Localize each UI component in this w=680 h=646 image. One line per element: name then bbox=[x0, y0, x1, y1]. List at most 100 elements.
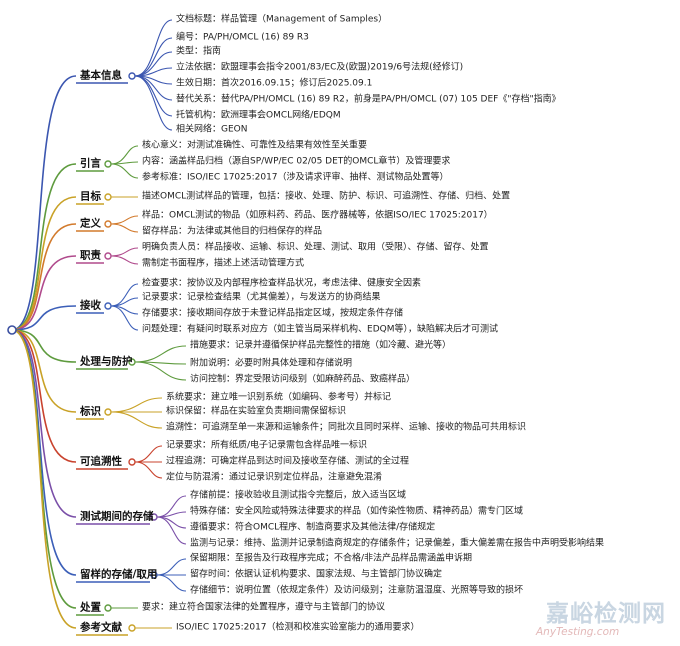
category-node[interactable] bbox=[128, 72, 136, 80]
category-label: 引言 bbox=[80, 157, 101, 170]
root-connector bbox=[11, 163, 77, 331]
category-node[interactable] bbox=[104, 604, 112, 612]
item-text: 明确负责人员：样品接收、运输、标识、处理、测试、取用（受限）、存储、留存、处置 bbox=[142, 242, 489, 253]
item-text: 相关网络：GEON bbox=[176, 124, 248, 135]
item-text: 立法依据：欧盟理事会指令2001/83/EC及(欧盟)2019/6号法规(经修订… bbox=[176, 62, 464, 73]
item-text: 追溯性：可追溯至单一来源和运输条件；同批次且同时采样、运输、接收的物品可共用标识 bbox=[166, 422, 527, 433]
category-branch bbox=[11, 19, 173, 331]
root-connector bbox=[11, 255, 77, 331]
item-text: 标识保留：样品在实验室负责期间需保留标识 bbox=[166, 406, 347, 417]
category-branch bbox=[11, 329, 163, 479]
item-connector bbox=[156, 574, 187, 592]
watermark-logo-text: 嘉峪检测网 bbox=[546, 601, 666, 627]
item-connector bbox=[110, 297, 139, 307]
item-connector bbox=[110, 305, 139, 331]
item-connector bbox=[110, 397, 163, 413]
item-connector bbox=[134, 75, 173, 117]
root-connector bbox=[11, 329, 77, 463]
item-text: 特殊存储：安全风险或特殊法律要求的样品（如传染性物质、精神药品）需专门区域 bbox=[190, 506, 524, 517]
category-label: 处置 bbox=[80, 601, 101, 614]
item-text: 要求：建立符合国家法律的处置程序，遵守与主管部门的协议 bbox=[142, 602, 386, 613]
item-text: 参考标准：ISO/IEC 17025:2017（涉及请求评审、抽样、测试物品处置… bbox=[142, 172, 449, 183]
category-label: 职责 bbox=[80, 249, 101, 262]
root-connector bbox=[11, 75, 77, 331]
category-node[interactable] bbox=[104, 408, 112, 416]
category-branch bbox=[11, 193, 138, 331]
watermark-url: AnyTesting.com bbox=[536, 626, 620, 638]
item-text: 存储前提：接收验收且测试指令完整后，放入适当区域 bbox=[190, 490, 407, 501]
item-text: 定位与防混淆：通过记录识别定位样品，注意避免混淆 bbox=[166, 472, 383, 483]
item-text: 存储要求：接收期间存放于未登记样品指定区域，按规定条件存储 bbox=[142, 308, 404, 319]
root-connector bbox=[11, 305, 77, 331]
category-label: 目标 bbox=[80, 190, 101, 203]
item-connector bbox=[110, 411, 163, 429]
category-branch bbox=[11, 215, 139, 331]
item-connector bbox=[134, 19, 173, 77]
item-connector bbox=[134, 361, 187, 381]
item-text: 过程追溯：可确定样品到达时间及接收至存储、测试的全过程 bbox=[166, 456, 410, 467]
item-connector bbox=[134, 345, 187, 363]
category-label: 留样的存储/取用 bbox=[80, 568, 158, 581]
item-text: 样品：OMCL测试的物品（如原料药、药品、医疗器械等，依据ISO/IEC 170… bbox=[142, 210, 493, 221]
item-text: 遵循要求：符合OMCL程序、制造商要求及其他法律/存储规定 bbox=[190, 522, 436, 533]
item-connector bbox=[134, 461, 163, 479]
category-label: 参考文献 bbox=[80, 621, 122, 634]
root-connector bbox=[11, 329, 77, 629]
item-text: 需制定书面程序，描述上述活动管理方式 bbox=[142, 258, 305, 269]
item-text: 核心意义：对测试准确性、可靠性及结果有效性至关重要 bbox=[142, 140, 368, 151]
item-text: 内容：涵盖样品归档（源自SP/WP/EC 02/05 DET的OMCL章节）及管… bbox=[142, 156, 451, 167]
category-label: 定义 bbox=[80, 217, 101, 230]
item-connector bbox=[134, 445, 163, 463]
item-connector bbox=[110, 145, 139, 165]
item-text: 替代关系：替代PA/PH/OMCL (16) 89 R2，前身是PA/PH/OM… bbox=[176, 94, 561, 105]
item-text: 文档标题：样品管理（Management of Samples） bbox=[176, 14, 388, 25]
item-text: 问题处理：有疑问时联系对应方（如主管当局采样机构、EDQM等），缺陷解决后才可测… bbox=[142, 324, 498, 335]
item-text: 附加说明：必要时附具体处理和存储说明 bbox=[190, 358, 353, 369]
category-branch bbox=[11, 145, 139, 331]
item-text: 描述OMCL测试样品的管理，包括：接收、处理、防护、标识、可追溯性、存储、归档、… bbox=[142, 191, 511, 202]
item-text: 编号：PA/PH/OMCL (16) 89 R3 bbox=[176, 32, 309, 43]
category-node[interactable] bbox=[104, 193, 112, 201]
item-text: 检查要求：按协议及内部程序检查样品状况，考虑法律、健康安全因素 bbox=[142, 278, 422, 289]
item-connector bbox=[110, 223, 139, 233]
category-node[interactable] bbox=[104, 302, 112, 310]
category-label: 基本信息 bbox=[80, 69, 122, 82]
root-connector bbox=[11, 196, 77, 331]
category-branch bbox=[11, 329, 187, 381]
item-text: ISO/IEC 17025:2017（检测和校准实验室能力的通用要求） bbox=[176, 622, 420, 633]
category-node[interactable] bbox=[104, 160, 112, 168]
item-text: 系统要求：建立唯一识别系统（如编码、参考号）并标记 bbox=[166, 392, 392, 403]
root-connector bbox=[11, 329, 77, 413]
root-connector bbox=[11, 329, 77, 518]
root-connector bbox=[11, 329, 77, 363]
category-label: 可追溯性 bbox=[80, 455, 122, 468]
item-connector bbox=[134, 37, 173, 77]
item-text: 监测与记录：维持、监测并记录制造商规定的存储条件；记录偏差，重大偏差需在报告中声… bbox=[190, 538, 605, 549]
item-text: 类型：指南 bbox=[176, 46, 222, 57]
item-text: 留存样品：为法律或其他目的归档保存的样品 bbox=[142, 226, 323, 237]
category-branch bbox=[11, 329, 187, 545]
category-node[interactable] bbox=[128, 624, 136, 632]
root-node[interactable] bbox=[7, 325, 17, 335]
item-connector bbox=[156, 516, 187, 545]
category-node[interactable] bbox=[128, 458, 136, 466]
item-connector bbox=[156, 495, 187, 518]
category-node[interactable] bbox=[104, 220, 112, 228]
category-node[interactable] bbox=[104, 252, 112, 260]
category-branch bbox=[11, 247, 139, 331]
category-label: 接收 bbox=[80, 299, 101, 312]
item-text: 存储细节：说明位置（依规定条件）及访问级别；注意防温湿度、光照等导致的损坏 bbox=[190, 585, 524, 596]
item-connector bbox=[156, 516, 187, 529]
category-branch bbox=[11, 283, 139, 331]
item-text: 访问控制：界定受限访问级别（如麻醉药品、致癌样品） bbox=[190, 374, 416, 385]
item-connector bbox=[156, 558, 187, 576]
item-connector bbox=[110, 255, 139, 265]
item-text: 托管机构：欧洲理事会OMCL网络/EDQM bbox=[176, 110, 341, 121]
item-connector bbox=[134, 75, 173, 131]
category-label: 处理与防护 bbox=[80, 355, 133, 368]
item-text: 生效日期：首次2016.09.15；修订后2025.09.1 bbox=[176, 78, 373, 89]
category-branch bbox=[11, 329, 163, 429]
item-text: 保留期限：至报告及行政程序完成；不合格/非法产品样品需涵盖申诉期 bbox=[190, 553, 473, 564]
